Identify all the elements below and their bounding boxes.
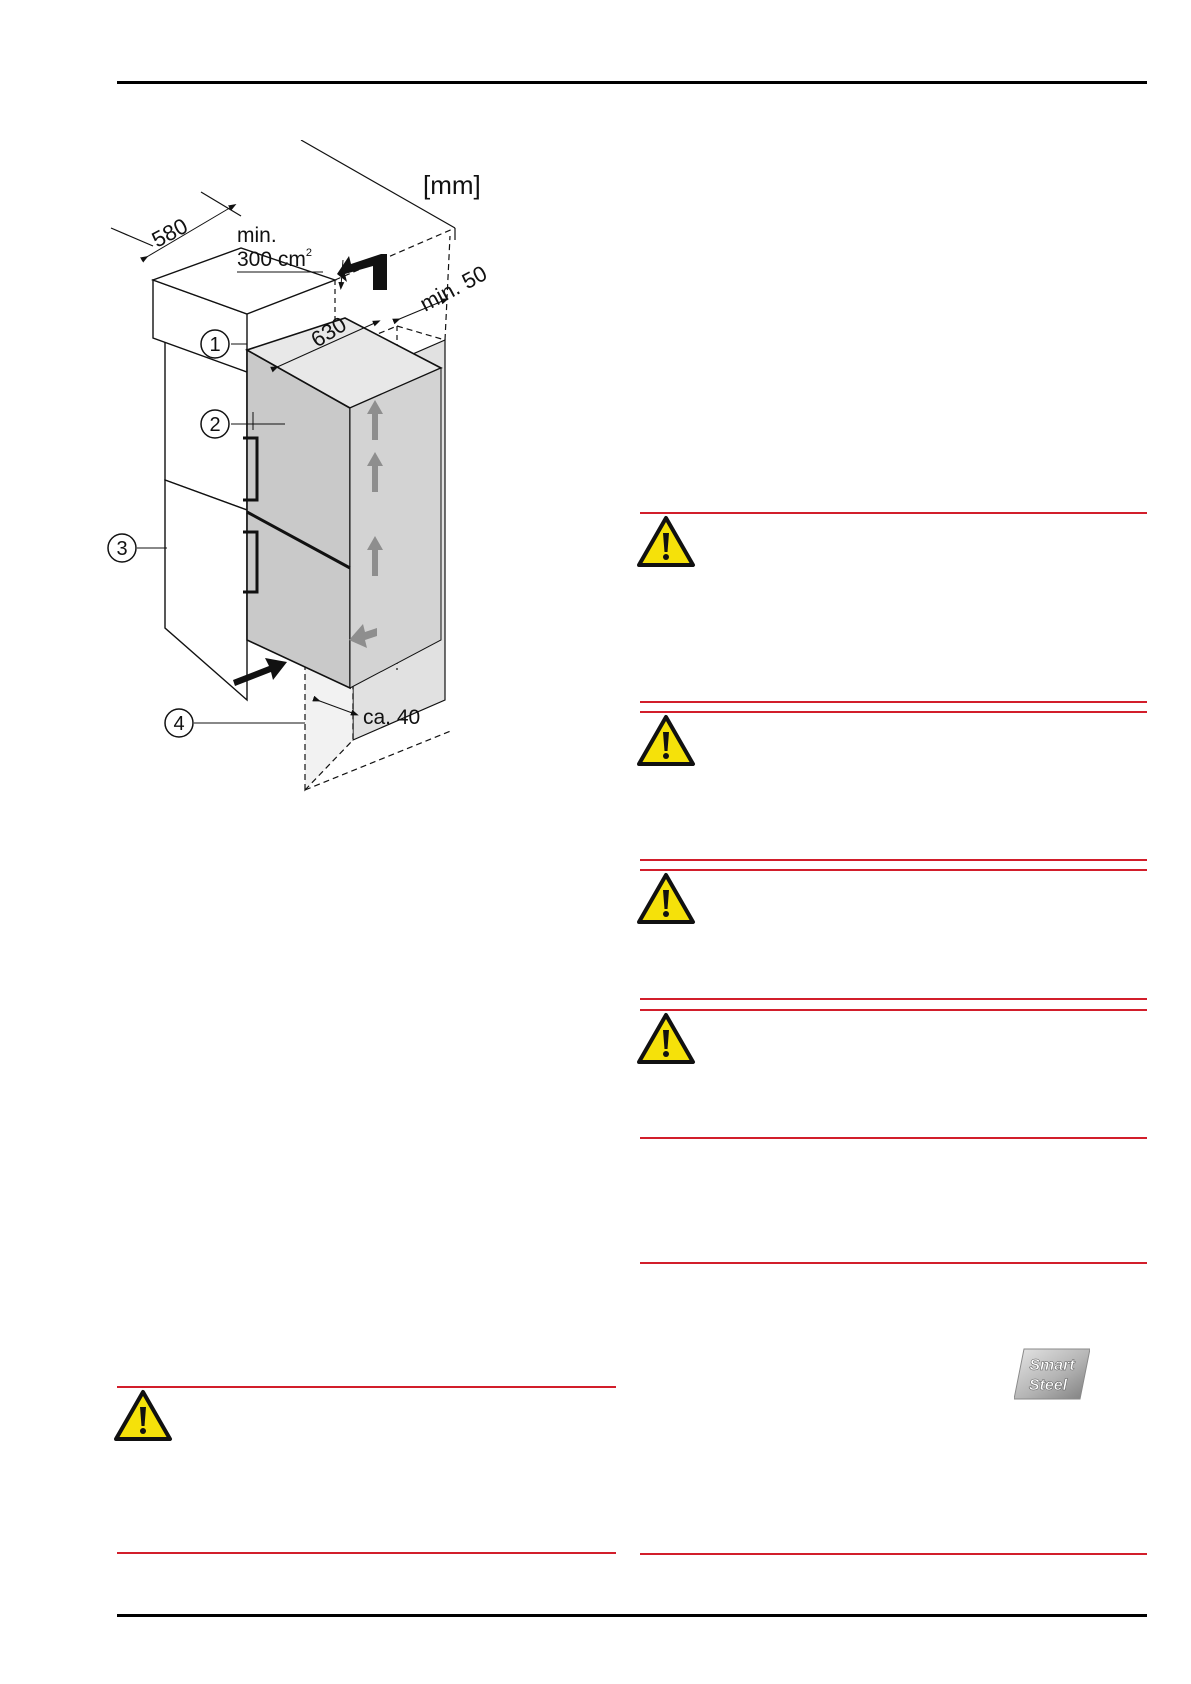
right-warning1-top-rule: [640, 512, 1147, 514]
svg-text:1: 1: [209, 334, 220, 356]
right-rule-6: [640, 1553, 1147, 1555]
callout-3: 3: [107, 533, 167, 563]
warning-triangle-icon: [637, 715, 695, 766]
right-warning3-top-rule: [640, 869, 1147, 871]
warning-triangle-icon: [114, 1390, 172, 1441]
logo-line2: Steel: [1029, 1377, 1068, 1394]
callout-2: 2: [200, 409, 285, 439]
warning-triangle-icon: [637, 873, 695, 924]
smartsteel-logo: Smart Steel: [1014, 1348, 1090, 1400]
right-warning2-bottom-rule: [640, 859, 1147, 861]
right-warning4-bottom-rule: [640, 1137, 1147, 1139]
left-warning-bottom-rule: [117, 1552, 616, 1554]
right-rule-5: [640, 1262, 1147, 1264]
dimension-lines: [140, 203, 449, 716]
footer-rule: [117, 1614, 1147, 1617]
svg-text:4: 4: [173, 713, 184, 735]
warning-triangle-icon: [637, 1013, 695, 1064]
svg-text:2: 2: [209, 414, 220, 436]
right-warning3-bottom-rule: [640, 998, 1147, 1000]
depth-dimension-label: 580: [148, 213, 192, 252]
airflow-arrows: [233, 254, 387, 686]
callout-1: 1: [200, 329, 247, 359]
bottom-clearance-label: ca. 40: [363, 706, 420, 729]
callout-4: 4: [164, 708, 305, 738]
warning-triangle-icon: [637, 516, 695, 567]
right-warning1-bottom-rule: [640, 701, 1147, 703]
top-clearance-label: min. 50: [416, 260, 491, 316]
svg-text:3: 3: [116, 538, 127, 560]
unit-label: [mm]: [423, 170, 481, 200]
installation-diagram: [mm] 580 min. 300 cm2 630 min. 50 ca. 40…: [107, 140, 491, 792]
right-warning4-top-rule: [640, 1009, 1147, 1011]
header-rule: [117, 81, 1147, 84]
right-warning2-top-rule: [640, 711, 1147, 713]
logo-line1: Smart: [1029, 1357, 1075, 1374]
vent-min-label: min.: [237, 224, 277, 247]
vent-area-label: 300 cm2: [237, 247, 312, 271]
fridge-appliance: [243, 317, 443, 690]
left-warning-top-rule: [117, 1386, 616, 1388]
